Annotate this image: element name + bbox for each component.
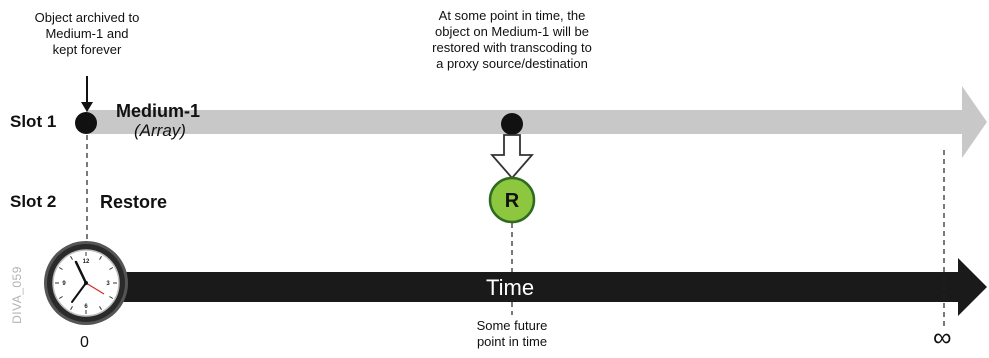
archived-note: Object archived to Medium-1 and kept for… (34, 10, 140, 57)
restore-marker-letter: R (505, 190, 520, 212)
archive-pointer-head (81, 102, 93, 112)
figure-id: DIVA_059 (9, 266, 24, 324)
future-note: Some future point in time (476, 318, 548, 349)
time-label: Time (486, 275, 535, 300)
clock-number-3: 3 (106, 281, 110, 287)
medium-name: Medium-1 (116, 101, 201, 121)
medium-type: (Array) (134, 121, 186, 140)
slot-2-label: Slot 2 (10, 192, 57, 211)
archive-dot (75, 112, 97, 134)
clock-number-12: 12 (83, 259, 90, 265)
clock-number-9: 9 (62, 281, 66, 287)
restore-label: Restore (100, 192, 168, 212)
time-arrow (120, 258, 987, 316)
clock-icon: 12 3 6 9 (44, 241, 128, 325)
restore-source-dot (501, 113, 523, 135)
restore-arrow (490, 134, 534, 180)
timeline-end-label: ∞ (933, 322, 952, 352)
slot-1-label: Slot 1 (10, 112, 57, 131)
restore-note: At some point in time, the object on Med… (432, 8, 592, 71)
medium-arrow (86, 86, 987, 158)
restore-marker-circle (488, 176, 536, 224)
clock-number-6: 6 (84, 304, 88, 310)
timeline-start-label: 0 (80, 334, 89, 351)
